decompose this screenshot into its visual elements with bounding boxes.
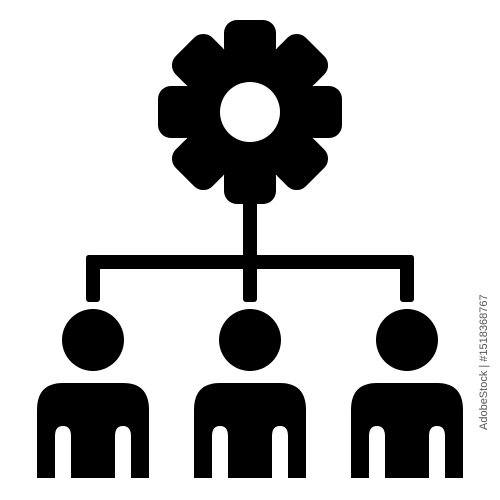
person-icon xyxy=(37,309,149,478)
gear-icon xyxy=(158,20,342,204)
connector-lines xyxy=(86,180,414,302)
person-icon xyxy=(351,309,463,478)
stock-id-watermark: AdobeStock | #1518368767 xyxy=(478,294,490,430)
person-icon xyxy=(194,309,306,478)
